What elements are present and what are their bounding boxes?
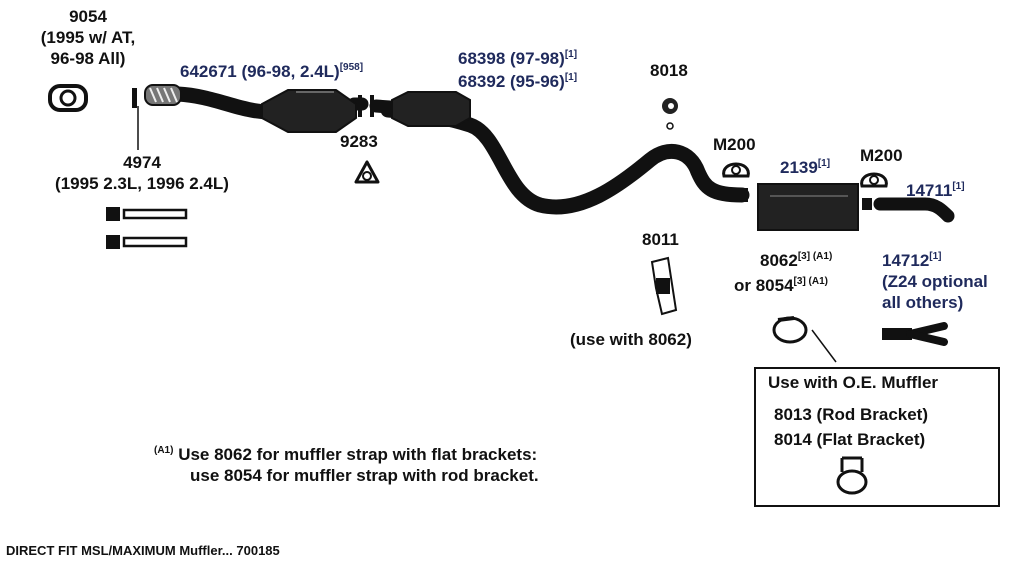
label-4974-number: 4974 (123, 153, 161, 172)
label-68398: 68398 (97-98)[1] (458, 44, 577, 69)
label-68398-text: 68398 (97-98) (458, 49, 565, 68)
label-14711-text: 14711 (906, 181, 953, 200)
footnote-a1-marker: (A1) (154, 445, 174, 456)
label-642671-text: 642671 (96-98, 2.4L) (180, 62, 340, 81)
strap-oe-box (836, 456, 868, 495)
oe-box-title: Use with O.E. Muffler (768, 373, 939, 392)
footnote-a1-line1: Use 8062 for muffler strap with flat bra… (178, 445, 538, 464)
muffler-2139 (738, 183, 872, 231)
footnote-a1-line2: use 8054 for muffler strap with rod brac… (190, 466, 539, 485)
oe-muffler-box (754, 367, 1000, 507)
label-14712-desc1: (Z24 optional (882, 272, 988, 291)
label-68392-sup: [1] (564, 72, 578, 83)
label-8062-sup: [3] (A1) (797, 251, 833, 262)
label-8054-sup: [3] (A1) (793, 276, 828, 287)
label-8011: 8011 (642, 230, 679, 249)
hanger-8018 (662, 98, 678, 130)
label-m200-left: M200 (713, 135, 756, 154)
strap-8062 (772, 316, 837, 363)
label-642671-sup: [958] (339, 62, 364, 73)
label-642671: 642671 (96-98, 2.4L)[958] (180, 57, 363, 82)
gasket-9054 (48, 84, 137, 112)
label-8011-note: (use with 8062) (570, 330, 692, 349)
label-68398-sup: [1] (564, 49, 578, 60)
label-9054-desc1: (1995 w/ AT, (40, 28, 136, 47)
footnote-a1: (A1) Use 8062 for muffler strap with fla… (154, 440, 539, 486)
gasket-9283 (354, 160, 380, 184)
gasket-9283-inline (358, 95, 374, 117)
label-9054-number: 9054 (69, 7, 107, 26)
bolts-4974 (106, 207, 188, 249)
label-8054-text: or 8054 (734, 276, 794, 295)
clamp-m200-right (860, 172, 888, 188)
label-2139: 2139[1] (780, 153, 830, 178)
label-8054: or 8054[3] (A1) (734, 271, 828, 296)
oe-box-flat-bracket: 8014 (Flat Bracket) (774, 430, 926, 449)
label-9054-desc2: 96-98 All) (50, 49, 126, 68)
label-8062-text: 8062 (760, 251, 798, 270)
label-14711: 14711[1] (906, 176, 965, 201)
label-14712-sup: [1] (929, 251, 942, 262)
flex-pipe (144, 84, 182, 106)
label-68392: 68392 (95-96)[1] (458, 67, 577, 92)
label-2139-sup: [1] (817, 158, 831, 169)
label-9283: 9283 (340, 132, 378, 151)
resonator (391, 91, 471, 127)
label-14712-text: 14712 (882, 251, 930, 270)
label-m200-right: M200 (860, 146, 903, 165)
label-14712-desc2: all others) (882, 293, 964, 312)
oe-box-rod-bracket: 8013 (Rod Bracket) (774, 405, 929, 424)
clamp-m200-left (722, 162, 750, 178)
label-14711-sup: [1] (952, 181, 965, 192)
tailpipe-14712 (882, 322, 948, 346)
label-2139-text: 2139 (780, 158, 818, 177)
bracket-8011 (650, 256, 678, 316)
label-8062: 8062[3] (A1) (760, 246, 832, 271)
label-4974: 4974 (1995 2.3L, 1996 2.4L) (22, 152, 262, 194)
footer-text: DIRECT FIT MSL/MAXIMUM Muffler... 700185 (6, 543, 280, 558)
catalytic-converter (261, 89, 357, 133)
label-9054: 9054 (1995 w/ AT, 96-98 All) (8, 6, 168, 69)
label-8018: 8018 (650, 61, 688, 80)
tailpipe-14711 (873, 197, 955, 223)
label-14712: 14712[1] (Z24 optional all others) (882, 246, 988, 313)
label-4974-desc: (1995 2.3L, 1996 2.4L) (55, 174, 229, 193)
label-68392-text: 68392 (95-96) (458, 72, 565, 91)
